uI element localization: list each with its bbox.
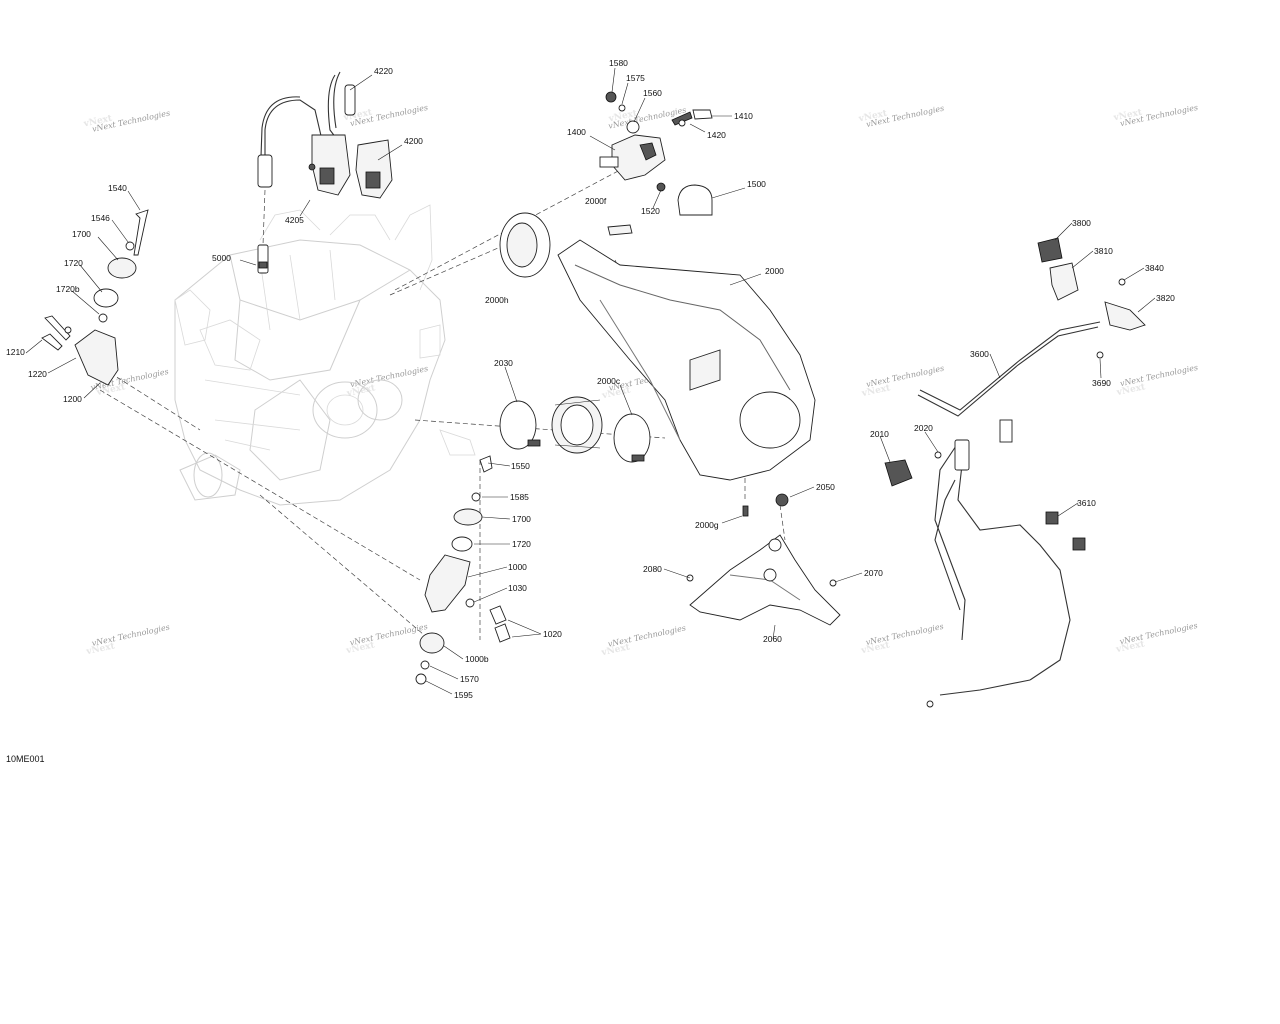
callout-label: 2080	[643, 564, 662, 574]
callout-label: 1575	[626, 73, 645, 83]
ignition-coil-assembly	[257, 71, 393, 274]
callout-label: 1020	[543, 629, 562, 639]
callout-label: 1550	[511, 461, 530, 471]
left-engine-mount	[41, 209, 149, 386]
callout-label: 1595	[454, 690, 473, 700]
callout-label: 4200	[404, 136, 423, 146]
callout-labels: 4220 4200 4205 5000 1580 1575 1560 1410 …	[6, 58, 1175, 700]
callout-label: 1030	[508, 583, 527, 593]
callout-label: 5000	[212, 253, 231, 263]
callout-label: 1585	[510, 492, 529, 502]
callout-label: 2000g	[695, 520, 719, 530]
callout-label: 1700	[512, 514, 531, 524]
document-id: 10ME001	[6, 754, 45, 764]
callout-label: 2000c	[597, 376, 621, 386]
watermark: vNext Technologies	[865, 364, 945, 389]
watermark: vNext Technologies	[349, 622, 429, 647]
callout-label: 3600	[970, 349, 989, 359]
callout-label: 1720	[512, 539, 531, 549]
callout-label: 1700	[72, 229, 91, 239]
callout-label: 1210	[6, 347, 25, 357]
callout-label: 1580	[609, 58, 628, 68]
callout-label: 4220	[374, 66, 393, 76]
callout-label: 1560	[643, 88, 662, 98]
wiring-harness	[884, 237, 1146, 708]
callout-label: 1540	[108, 183, 127, 193]
callout-label: 1720	[64, 258, 83, 268]
cvt-air-housing	[499, 212, 816, 481]
lower-engine-mount	[415, 455, 511, 685]
callout-label: 1520	[641, 206, 660, 216]
sensor-cluster	[599, 91, 713, 216]
callout-label: 1420	[707, 130, 726, 140]
callout-label: 1570	[460, 674, 479, 684]
callout-label: 2010	[870, 429, 889, 439]
watermark: vNext Technologies	[91, 623, 171, 648]
callout-label: 3840	[1145, 263, 1164, 273]
callout-label: 2030	[494, 358, 513, 368]
callout-label: 1220	[28, 369, 47, 379]
callout-label: 1500	[747, 179, 766, 189]
callout-label: 3820	[1156, 293, 1175, 303]
callout-label: 2060	[763, 634, 782, 644]
callout-label: 2020	[914, 423, 933, 433]
callout-label: 3610	[1077, 498, 1096, 508]
watermark: vNext Technologies	[1119, 621, 1199, 646]
leader-lines	[25, 67, 1156, 695]
callout-label: 4205	[285, 215, 304, 225]
callout-label: 1200	[63, 394, 82, 404]
callout-label: 3800	[1072, 218, 1091, 228]
callout-label: 2000h	[485, 295, 509, 305]
callout-label: 3810	[1094, 246, 1113, 256]
callout-label: 1000	[508, 562, 527, 572]
callout-label: 1410	[734, 111, 753, 121]
callout-label: 1000b	[465, 654, 489, 664]
watermark: vNext Technologies	[865, 622, 945, 647]
callout-label: 3690	[1092, 378, 1111, 388]
callout-label: 2000	[765, 266, 784, 276]
callout-label: 2000f	[585, 196, 607, 206]
watermark: vNext Technologies	[607, 623, 687, 648]
callout-label: 1546	[91, 213, 110, 223]
engine-ghost	[174, 204, 476, 506]
callout-label: 1400	[567, 127, 586, 137]
callout-label: 2050	[816, 482, 835, 492]
callout-label: 1720b	[56, 284, 80, 294]
callout-label: 2070	[864, 568, 883, 578]
watermark: vNext Technologies	[1119, 363, 1199, 388]
boot-and-clamps	[499, 396, 651, 463]
lower-bracket	[686, 493, 841, 626]
